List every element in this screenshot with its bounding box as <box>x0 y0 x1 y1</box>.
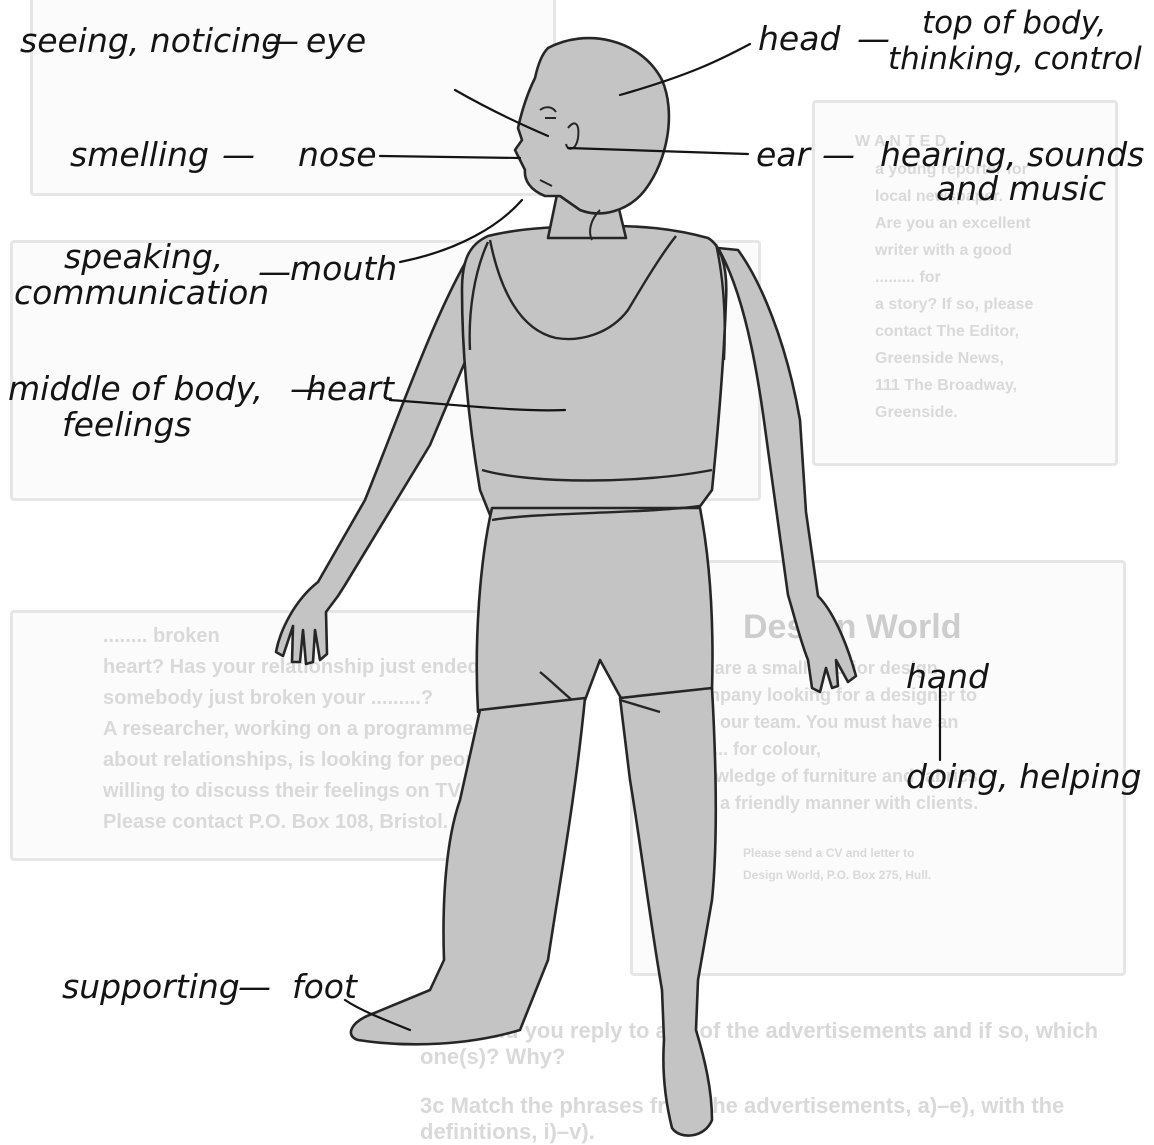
nose-pointer-line <box>380 156 520 158</box>
label-nose-meaning: smelling <box>70 138 209 171</box>
label-head-dash: — <box>857 22 890 55</box>
label-ear-word: ear <box>756 138 810 171</box>
label-eye-word: eye <box>306 24 366 57</box>
label-head-meaning-1: top of body, <box>922 8 1107 39</box>
right-leg <box>620 688 716 1136</box>
label-foot-meaning: supporting <box>62 970 240 1003</box>
label-head-word: head <box>758 22 840 55</box>
torso <box>462 226 726 520</box>
label-ear-meaning-2: and music <box>936 172 1106 205</box>
head <box>515 38 669 213</box>
right-arm <box>718 248 856 692</box>
body-outline <box>276 38 856 1135</box>
label-eye-meaning: seeing, noticing <box>20 24 282 57</box>
label-heart-meaning-2: feelings <box>62 408 192 441</box>
label-nose-dash: — <box>222 138 255 171</box>
label-mouth-word: mouth <box>290 252 397 285</box>
label-foot-word: foot <box>292 970 357 1003</box>
label-heart-meaning-1: middle of body, <box>8 372 263 405</box>
left-arm <box>276 245 476 664</box>
label-hand-meaning: doing, helping <box>906 760 1142 793</box>
label-heart-word: heart <box>306 372 394 405</box>
label-mouth-meaning-2: communication <box>14 276 269 309</box>
shorts <box>477 508 713 712</box>
label-eye-dash: — <box>266 24 299 57</box>
label-head-meaning-2: thinking, control <box>888 44 1142 75</box>
label-mouth-dash: — <box>258 255 291 288</box>
label-mouth-meaning-1: speaking, <box>64 240 223 273</box>
left-leg <box>351 698 585 1044</box>
label-ear-meaning-1: hearing, sounds <box>880 138 1144 171</box>
label-nose-word: nose <box>298 138 377 171</box>
label-ear-dash: — <box>822 138 855 171</box>
label-hand-word: hand <box>906 660 989 693</box>
label-foot-dash: — <box>238 970 271 1003</box>
